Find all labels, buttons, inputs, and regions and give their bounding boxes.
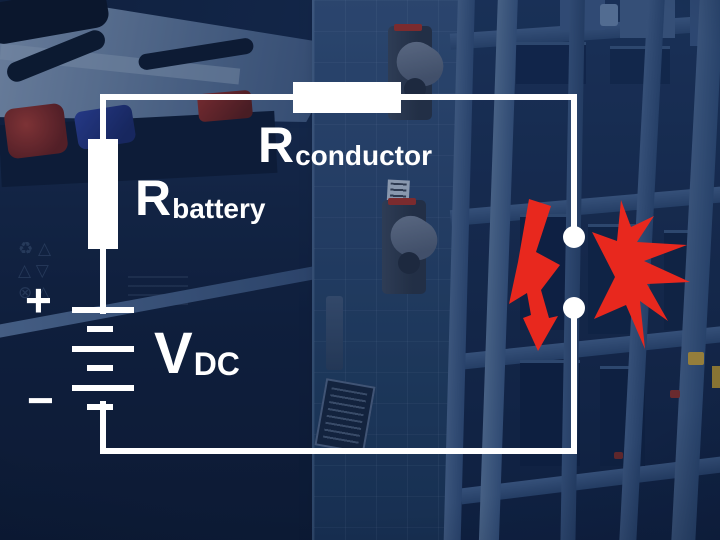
battery-plate-long: [72, 307, 134, 313]
arc-flash-icon: [592, 200, 690, 349]
wire-bottom: [100, 314, 577, 454]
wire-top-right: [395, 94, 577, 231]
label-r-conductor-sub: conductor: [295, 140, 432, 171]
battery-plate-long: [72, 346, 134, 352]
label-r-battery-sub: battery: [172, 193, 266, 224]
resistor-battery: [88, 139, 118, 249]
label-r-conductor-main: R: [258, 117, 294, 173]
battery-plate-long: [72, 385, 134, 391]
battery-plate-short: [87, 404, 113, 410]
battery-symbol: [72, 307, 134, 410]
resistor-conductor: [293, 82, 401, 113]
terminal-node-lower: [563, 297, 585, 319]
battery-plate-short: [87, 365, 113, 371]
battery-plate-short: [87, 326, 113, 332]
terminal-node-upper: [563, 226, 585, 248]
label-v-dc-sub: DC: [193, 346, 240, 382]
wire-top-left: [100, 94, 299, 145]
lightning-arrow-icon: [509, 199, 560, 351]
negative-terminal-sign: −: [27, 374, 54, 426]
label-r-battery-main: R: [135, 170, 171, 226]
positive-terminal-sign: +: [25, 274, 52, 326]
label-v-dc-main: V: [154, 321, 193, 386]
